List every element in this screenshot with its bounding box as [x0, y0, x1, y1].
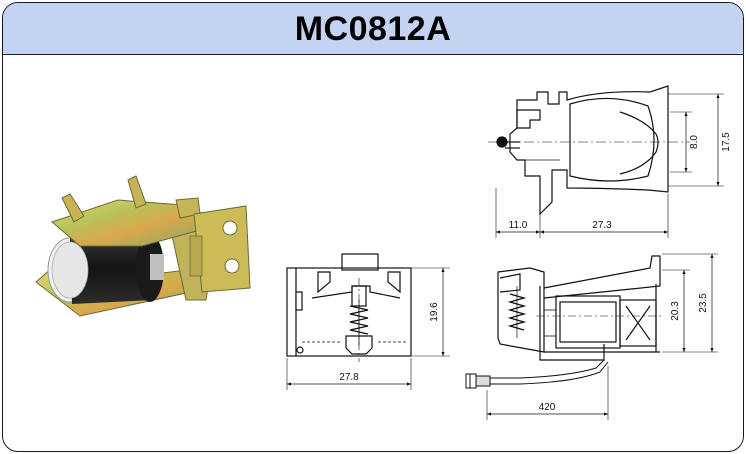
- dim-top-inner-height: 8.0: [689, 135, 700, 149]
- side-view-drawing: [497, 255, 661, 361]
- dim-top-body-width: 27.3: [592, 220, 612, 231]
- dim-side-inner-height: 20.3: [670, 301, 681, 321]
- dim-front-width: 27.8: [339, 372, 359, 383]
- dim-top-left-width: 11.0: [509, 220, 528, 231]
- dim-lead-length: 420: [539, 402, 556, 413]
- solenoid-photo: [35, 175, 251, 317]
- top-view-drawing: [496, 85, 669, 216]
- dim-front-height: 19.6: [429, 302, 440, 322]
- dim-top-outer-height: 17.5: [721, 132, 732, 152]
- lead-wires: [465, 359, 609, 389]
- dim-side-outer-height: 23.5: [698, 293, 709, 313]
- header-bar: MC0812A: [3, 3, 743, 55]
- front-view-drawing: [286, 253, 412, 357]
- side-spring: [507, 286, 527, 338]
- page-title: MC0812A: [294, 10, 452, 48]
